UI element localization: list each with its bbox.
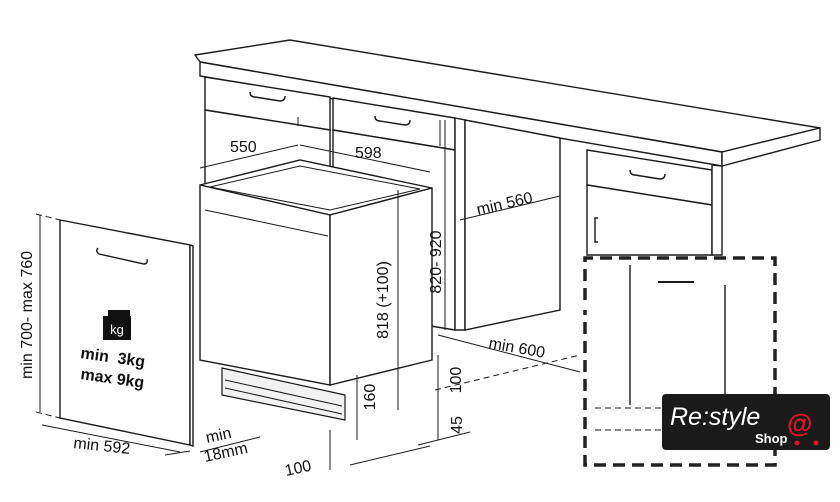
label-door-width: min 592	[73, 435, 131, 458]
logo-sub: Shop	[755, 431, 788, 446]
dishwasher	[199, 159, 433, 421]
kg-weight-icon: kg	[103, 310, 131, 340]
label-niche-min-depth: min 600	[487, 335, 546, 362]
label-foot-height: 160	[362, 384, 379, 411]
kg-icon-text: kg	[110, 322, 124, 337]
label-door-height: min 700- max 760	[19, 251, 36, 379]
label-plinth-depth: 45	[449, 416, 466, 434]
logo-at-symbol: @	[787, 408, 812, 438]
restyle-shop-logo: Re:style Shop @	[662, 394, 830, 450]
label-cabinet-depth: 550	[230, 139, 257, 156]
label-niche-height: 820- 920	[428, 230, 445, 293]
label-plinth-height: 100	[448, 367, 465, 394]
label-door-thickness-min: min	[204, 425, 233, 447]
drawer-handle	[374, 115, 411, 126]
dimension-lines	[35, 120, 581, 470]
logo-text: Re:style	[670, 403, 760, 431]
countertop	[193, 39, 821, 167]
drawer-handle	[249, 91, 286, 102]
label-appliance-height: 818 (+100)	[375, 261, 392, 339]
door-panel: kg min 3kg max 9kg	[59, 219, 194, 447]
right-cabinet	[464, 119, 723, 331]
label-plinth-offset: 100	[283, 458, 313, 480]
label-cabinet-width: 598	[355, 145, 382, 162]
